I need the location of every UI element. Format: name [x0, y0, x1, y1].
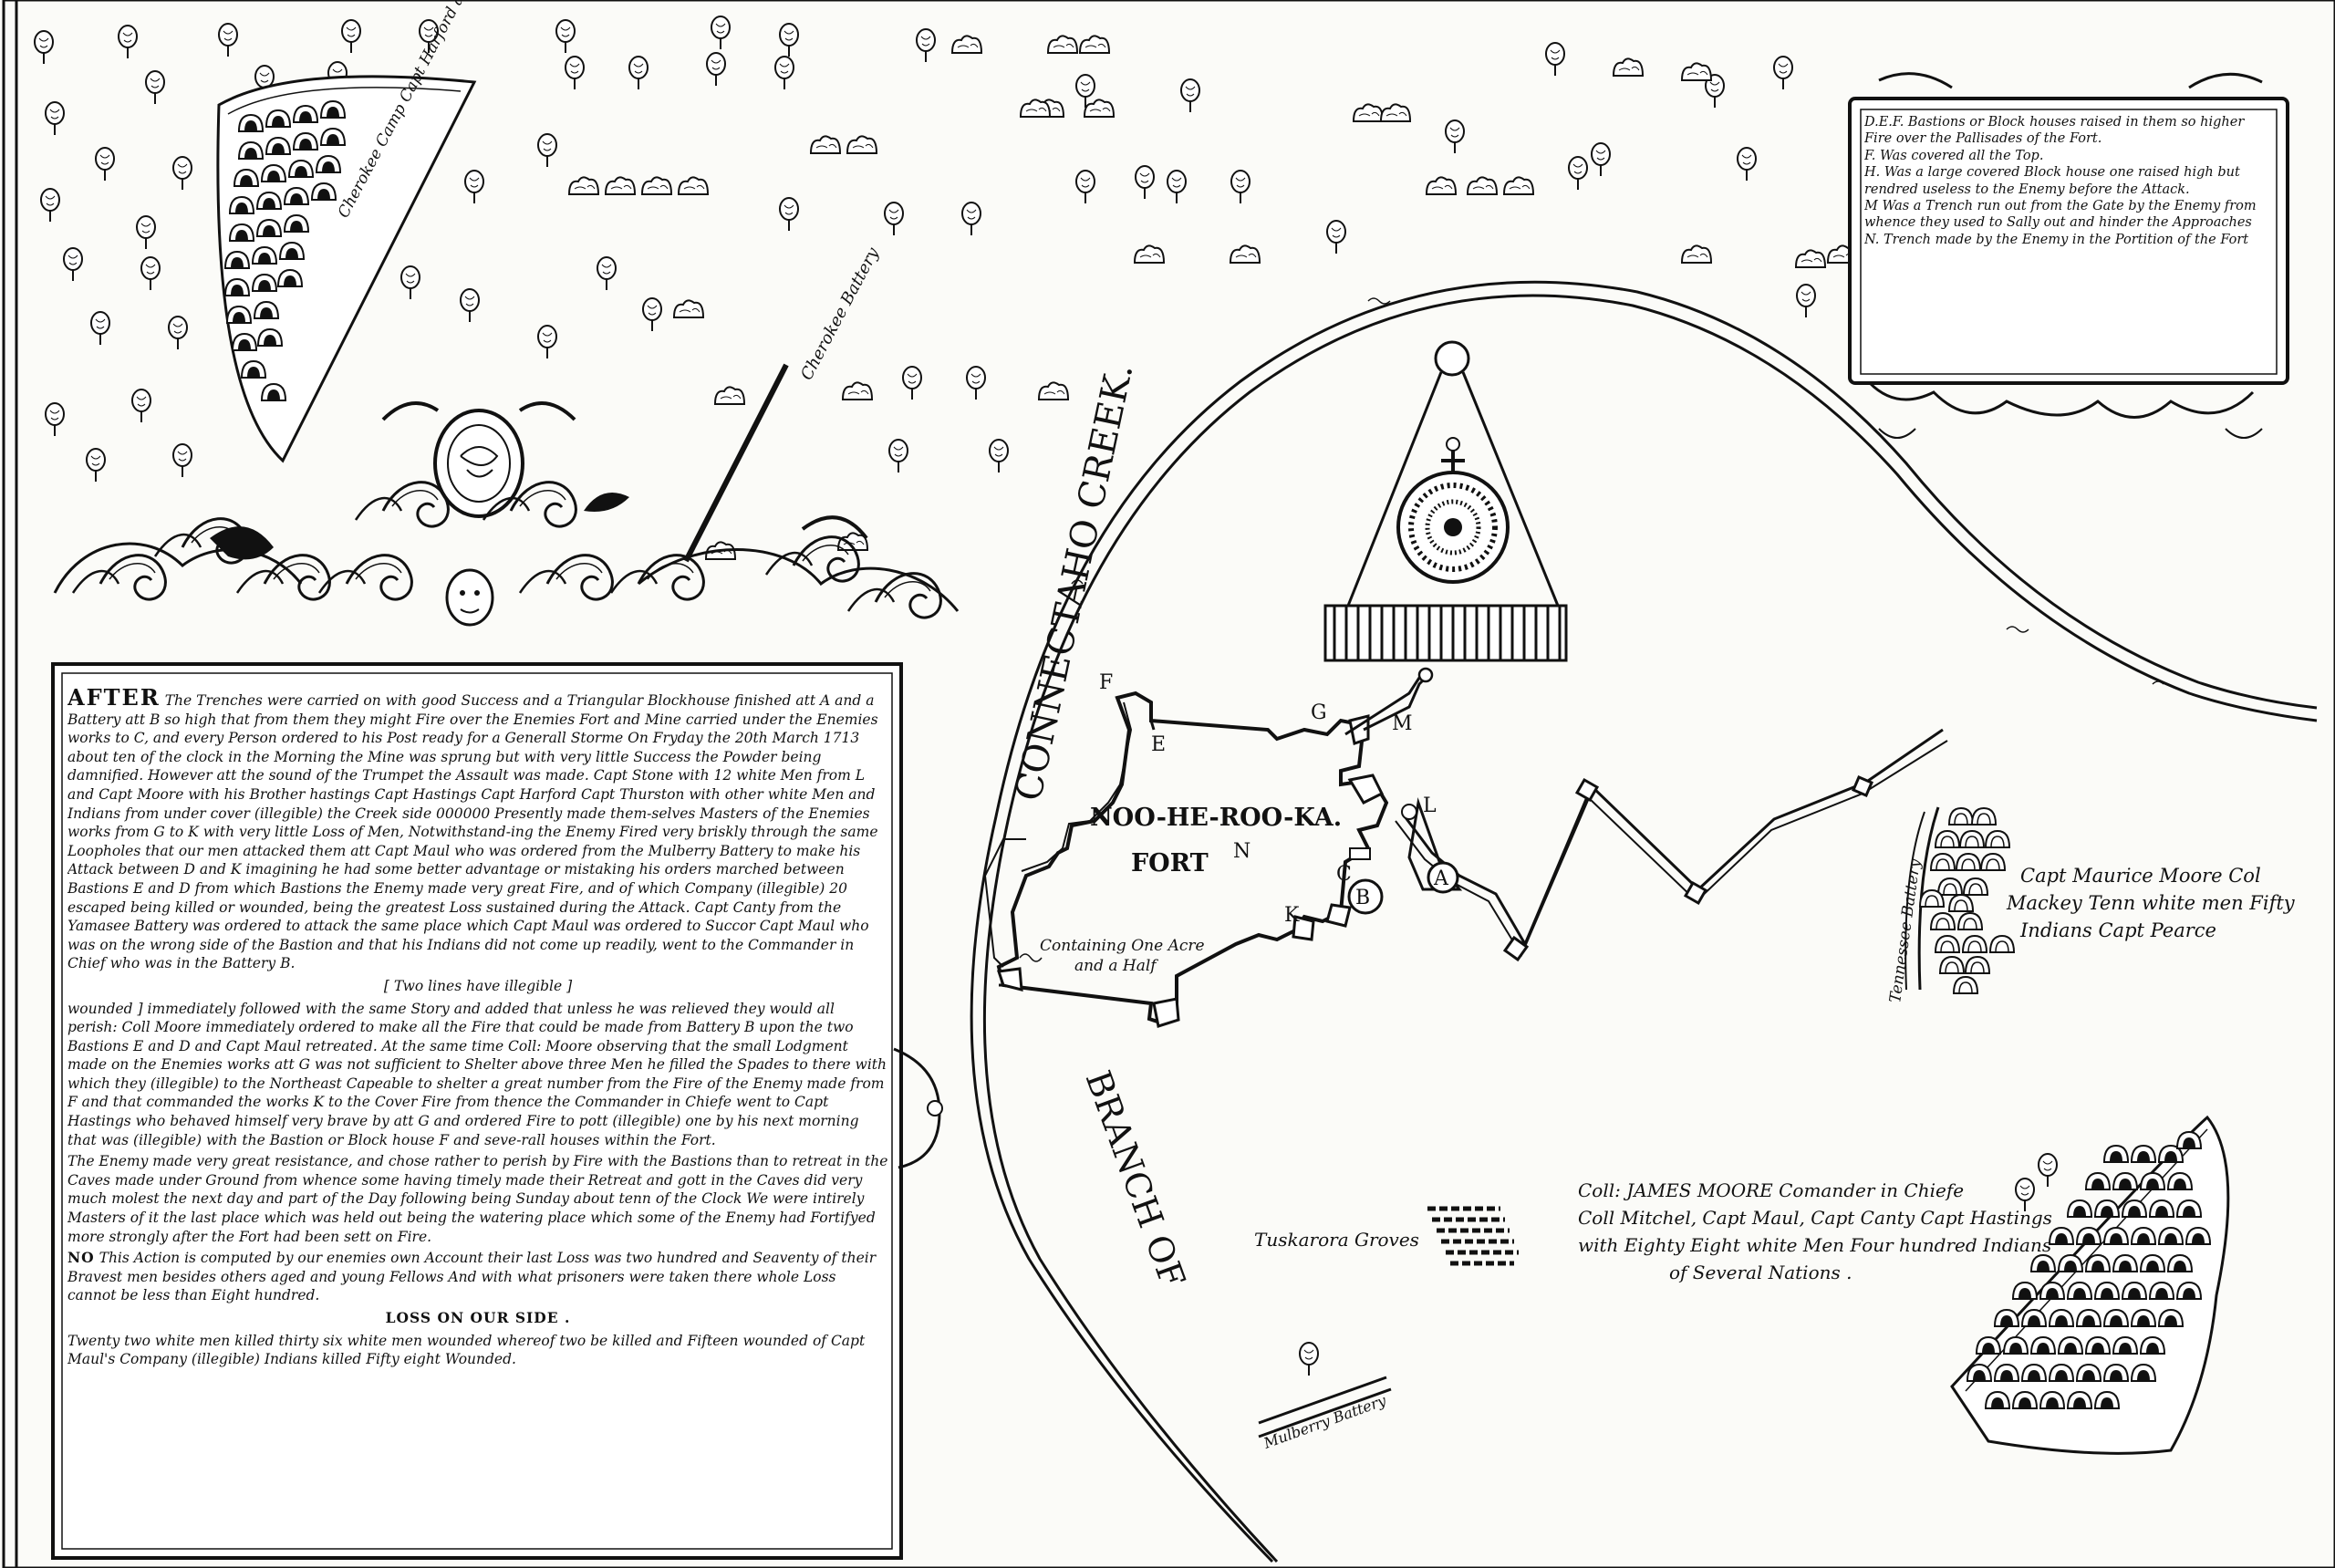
fort-labels: NOO-HE-ROO-KA. FORT Containing One Acre …	[1040, 804, 1342, 975]
tennessee-group-note: Capt Maurice Moore Col Mackey Tenn white…	[2006, 865, 2296, 941]
narrative-paragraph-4: NO This Action is computed by our enemie…	[67, 1249, 888, 1305]
fort-name-line-1: NOO-HE-ROO-KA.	[1090, 804, 1342, 832]
narrative-paragraph-2: wounded ] immediately followed with the …	[67, 1000, 887, 1148]
marker-c: C	[1336, 863, 1352, 886]
legend-entry: M Was a Trench run out from the Gate by …	[1864, 199, 2257, 231]
ornamental-cartouche	[53, 401, 960, 627]
marker-k: K	[1284, 904, 1300, 927]
fort-area-line-1: Containing One Acre	[1040, 937, 1205, 955]
commander-note-line-3: with Eighty Eight white Men Four hundred…	[1578, 1234, 2051, 1256]
narrative-p4-lead: NO	[67, 1249, 95, 1267]
marker-b: B	[1355, 887, 1370, 909]
marker-e: E	[1151, 733, 1166, 756]
commander-note: Coll: JAMES MOORE Comander in Chiefe Col…	[1578, 1179, 2052, 1283]
marker-a: A	[1433, 867, 1449, 890]
fort-name-line-2: FORT	[1131, 849, 1209, 877]
tennessee-note-line-2: Mackey Tenn white men Fifty	[2006, 892, 2296, 914]
fort-area-line-2: and a Half	[1074, 957, 1158, 975]
creek-name-label: CONNECTAHO CREEK.	[1008, 359, 1142, 805]
legend-entry: H. Was a large covered Block house one r…	[1864, 165, 2240, 197]
main-camp	[1950, 1115, 2230, 1455]
loss-text: Twenty two white men killed thirty six w…	[67, 1332, 866, 1368]
tuskarora-groves: Tuskarora Groves	[1254, 1206, 1519, 1266]
narrative-frame	[51, 662, 943, 1560]
blockhouse-h	[1323, 340, 1568, 662]
marker-m: M	[1392, 712, 1413, 735]
marker-l: L	[1423, 794, 1437, 817]
commander-note-line-2: Coll Mitchel, Capt Maul, Capt Canty Capt…	[1578, 1207, 2052, 1229]
tennessee-note-line-1: Capt Maurice Moore Col	[2020, 865, 2261, 887]
legend-frame	[1848, 72, 2289, 439]
marker-f: F	[1099, 671, 1113, 694]
marker-g: G	[1311, 701, 1327, 724]
loss-title: LOSS ON OUR SIDE .	[385, 1309, 571, 1326]
illegible-note: [ Two lines have illegible ]	[383, 977, 573, 994]
tennessee-battery: Tennessee Battery	[1886, 806, 2015, 1004]
marker-n: N	[1233, 840, 1251, 863]
tennessee-note-line-3: Indians Capt Pearce	[2019, 919, 2216, 941]
forest-bushes	[568, 35, 1858, 560]
legend-text: D.E.F. Bastions or Block houses raised i…	[1864, 114, 2266, 360]
narrative-p4-text: This Action is computed by our enemies o…	[67, 1250, 877, 1304]
legend-entry: D.E.F. Bastions or Block houses raised i…	[1864, 115, 2245, 147]
narrative-p1-text: The Trenches were carried on with good S…	[67, 692, 878, 972]
narrative-text: AFTER The Trenches were carried on with …	[67, 689, 888, 1510]
letter-markers: A B C E F G K L M N	[1099, 671, 1449, 927]
tennessee-tents	[1919, 807, 2015, 994]
narrative-paragraph-3: The Enemy made very great resistance, an…	[67, 1153, 888, 1245]
legend-entry: N. Trench made by the Enemy in the Porti…	[1864, 232, 2249, 247]
noo-he-roo-ka-fort	[983, 667, 1434, 1028]
connectaho-creek	[970, 280, 2318, 1563]
commander-note-line-4: of Several Nations .	[1669, 1262, 1852, 1283]
branch-name-label: BRANCH OF	[1078, 1065, 1194, 1293]
mulberry-battery: Mulberry Battery	[1258, 1342, 1392, 1452]
narrative-lead-word: AFTER	[67, 689, 161, 711]
cherokee-camp: Cherokee Camp Capt Harford and Turstow w…	[216, 0, 595, 463]
narrative-paragraph-1: AFTER The Trenches were carried on with …	[67, 689, 888, 973]
cherokee-battery-label: Cherokee Battery	[797, 244, 884, 383]
approach-trenches	[1395, 728, 1948, 962]
commander-note-line-1: Coll: JAMES MOORE Comander in Chiefe	[1578, 1179, 1964, 1201]
tuskarora-groves-label: Tuskarora Groves	[1254, 1229, 1419, 1251]
siege-works	[1347, 797, 1463, 915]
legend-entry: F. Was covered all the Top.	[1864, 148, 2044, 163]
